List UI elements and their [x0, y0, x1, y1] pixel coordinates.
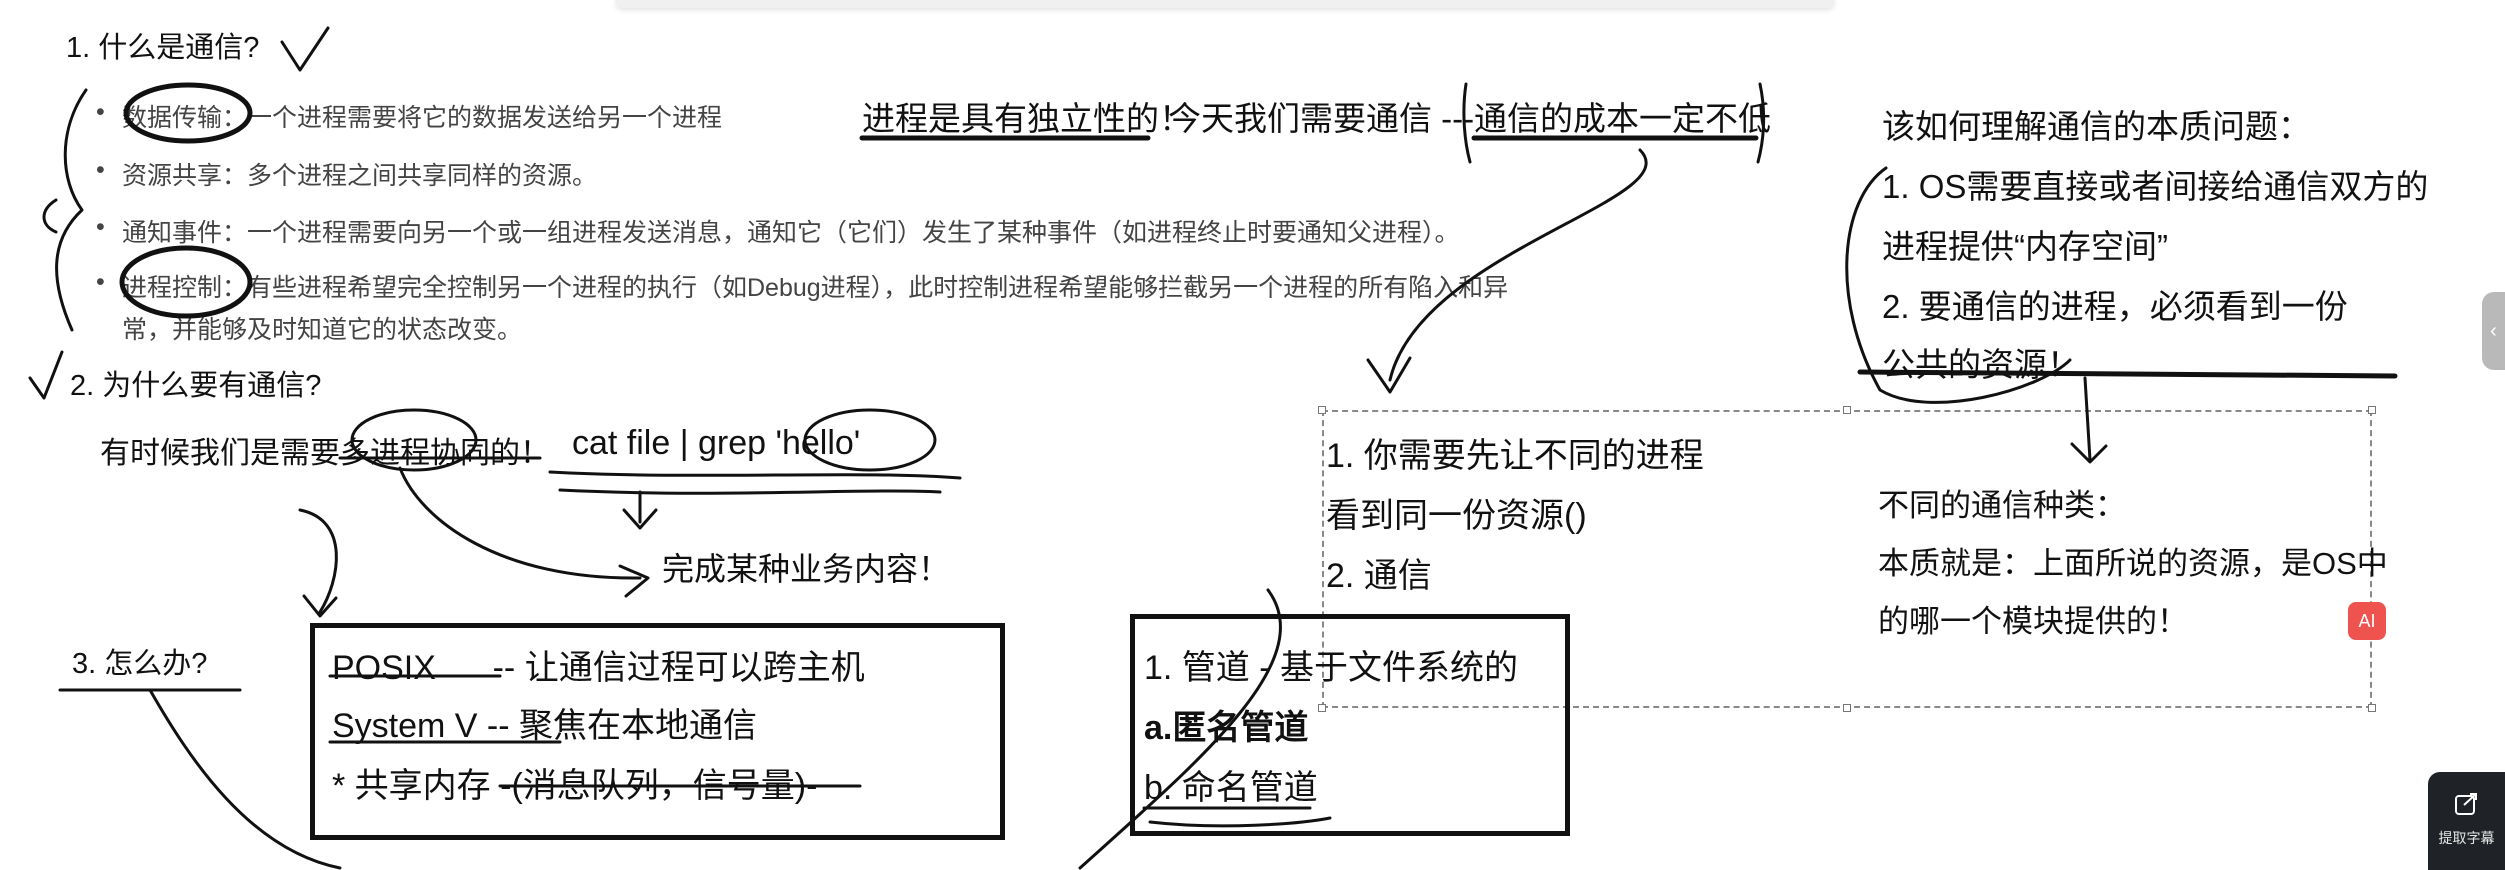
selection-handle[interactable]	[1318, 704, 1326, 712]
independence-note: 进程是具有独立性的！	[862, 100, 1192, 137]
bullet-process-control-cont: 常，并能够及时知道它的状态改变。	[122, 316, 523, 344]
underline-stroke	[548, 470, 962, 480]
essence-line-2: 进程提供“内存空间”	[1882, 228, 2168, 265]
essence-line-3: 2. 要通信的进程，必须看到一份	[1882, 288, 2348, 325]
brace-stroke	[55, 88, 88, 332]
section1-heading: 1. 什么是通信?	[66, 32, 260, 64]
brace-stroke	[42, 198, 58, 234]
essence-line-1: 1. OS需要直接或者间接给通信双方的	[1882, 168, 2429, 205]
underline-stroke	[1857, 369, 2398, 379]
named-pipe-line: b. 命名管道	[1144, 769, 1318, 807]
circle-stroke	[350, 408, 478, 472]
arrow-stroke	[148, 688, 342, 870]
underline-stroke	[1148, 816, 1332, 828]
arrow-stroke	[1366, 356, 1412, 394]
result-text: 完成某种业务内容！	[662, 551, 951, 587]
essence-title: 该如何理解通信的本质问题：	[1882, 108, 2311, 145]
arrow-stroke	[2083, 376, 2092, 462]
bullet-process-control: 进程控制：有些进程希望完全控制另一个进程的执行（如Debug进程），此时控制进程…	[96, 268, 1508, 304]
ipc-standards-box	[310, 623, 1005, 840]
circle-stroke	[803, 408, 937, 472]
arrow-stroke	[618, 564, 650, 598]
circle-stroke	[119, 245, 253, 319]
bullet-notify-event: 通知事件：一个进程需要向另一个或一组进程发送消息，通知它（它们）发生了某种事件（…	[96, 213, 1460, 249]
cost-note: 通信的成本一定不低	[1474, 100, 1771, 137]
chevron-left-icon: ‹	[2490, 320, 2497, 342]
step-1-line: 1. 你需要先让不同的进程	[1326, 437, 1704, 475]
circle-stroke	[123, 82, 253, 144]
top-toolbar-edge	[615, 0, 1835, 8]
selection-handle[interactable]	[1843, 704, 1851, 712]
bracket-stroke	[1462, 82, 1472, 164]
section3-heading: 3. 怎么办?	[72, 648, 208, 680]
essence-answer-1: 本质就是：上面所说的资源，是OS中	[1878, 546, 2388, 581]
essence-answer-2: 的哪一个模块提供的！	[1878, 604, 2188, 639]
underline-stroke	[558, 488, 942, 495]
arrow-stroke	[2070, 442, 2108, 464]
bracket-stroke	[1756, 82, 1766, 164]
checkmark-stroke	[28, 350, 64, 400]
bullet-resource-sharing: 资源共享：多个进程之间共享同样的资源。	[96, 156, 597, 192]
selection-handle[interactable]	[1318, 406, 1326, 414]
arrow-stroke	[622, 508, 658, 530]
selection-handle[interactable]	[1843, 406, 1851, 414]
arrow-stroke	[1845, 166, 2072, 404]
kinds-title: 不同的通信种类：	[1878, 488, 2126, 523]
pipe-line: 1. 管道 - 基于文件系统的	[1144, 649, 1519, 687]
step-2-line: 2. 通信	[1326, 557, 1432, 595]
arrow-stroke	[1078, 588, 1282, 870]
system-v-line: System V -- 聚焦在本地通信	[332, 707, 758, 745]
step-1-cont-line: 看到同一份资源()	[1326, 497, 1587, 535]
selection-handle[interactable]	[2368, 704, 2376, 712]
checkmark-stroke	[280, 26, 330, 72]
extract-subtitle-label: 提取字幕	[2438, 830, 2495, 846]
pipes-box	[1130, 614, 1570, 836]
arrow-stroke	[302, 594, 338, 618]
bullet-data-transfer: 数据传输：一个进程需要将它的数据发送给另一个进程	[96, 98, 722, 134]
side-panel-toggle[interactable]: ‹	[2482, 292, 2505, 370]
arrow-stroke	[398, 466, 642, 580]
extract-subtitle-icon	[2455, 793, 2477, 815]
arrow-stroke	[1388, 148, 1648, 382]
section2-heading: 2. 为什么要有通信?	[70, 370, 322, 402]
ai-assistant-button[interactable]: AI	[2348, 602, 2386, 640]
today-note: 今天我们需要通信 ---	[1168, 100, 1475, 137]
extract-subtitle-button[interactable]: 提取字幕	[2428, 772, 2505, 870]
arrow-stroke	[298, 508, 338, 614]
selection-handle[interactable]	[2368, 406, 2376, 414]
posix-line: POSIX -- 让通信过程可以跨主机	[332, 649, 865, 687]
